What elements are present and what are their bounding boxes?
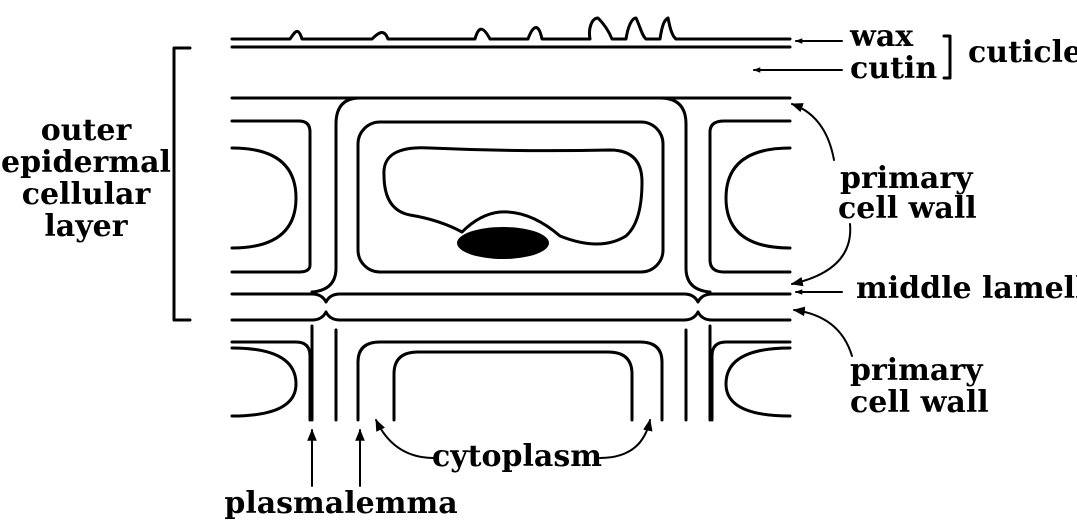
label-cuticle: cuticle (968, 35, 1077, 70)
cuticle-bracket (944, 36, 950, 78)
label-primary-cell-wall-upper-2: cell wall (838, 191, 977, 226)
label-cutin: cutin (850, 51, 937, 86)
primary-cell-wall-upper-arrow (792, 104, 834, 160)
label-middle-lamella: middle lamella (856, 271, 1077, 306)
cytoplasm-arrow-right (600, 420, 650, 458)
nucleus (457, 227, 549, 259)
label-plasmalemma: plasmalemma (224, 486, 457, 521)
label-primary-cell-wall-lower-1: primary (850, 353, 984, 388)
upper-cell-walls (232, 98, 790, 292)
label-outer-epidermal-3: cellular (22, 177, 152, 212)
middle-lamella-line (232, 294, 790, 320)
cytoplasm-arrow-left (376, 420, 434, 458)
label-primary-cell-wall-lower-2: cell wall (850, 385, 989, 420)
label-outer-epidermal-4: layer (44, 209, 128, 244)
wax-layer (232, 18, 790, 39)
primary-cell-wall-upper-arrow-lower (792, 224, 850, 284)
label-outer-epidermal-1: outer (41, 113, 133, 148)
lower-cell-walls (232, 326, 790, 420)
primary-cell-wall-lower-arrow (794, 310, 852, 356)
side-vacuoles (232, 148, 790, 416)
epidermal-bracket (174, 48, 190, 320)
label-outer-epidermal-2: epidermal (1, 145, 171, 180)
label-cytoplasm: cytoplasm (432, 439, 602, 474)
label-wax: wax (849, 19, 914, 54)
